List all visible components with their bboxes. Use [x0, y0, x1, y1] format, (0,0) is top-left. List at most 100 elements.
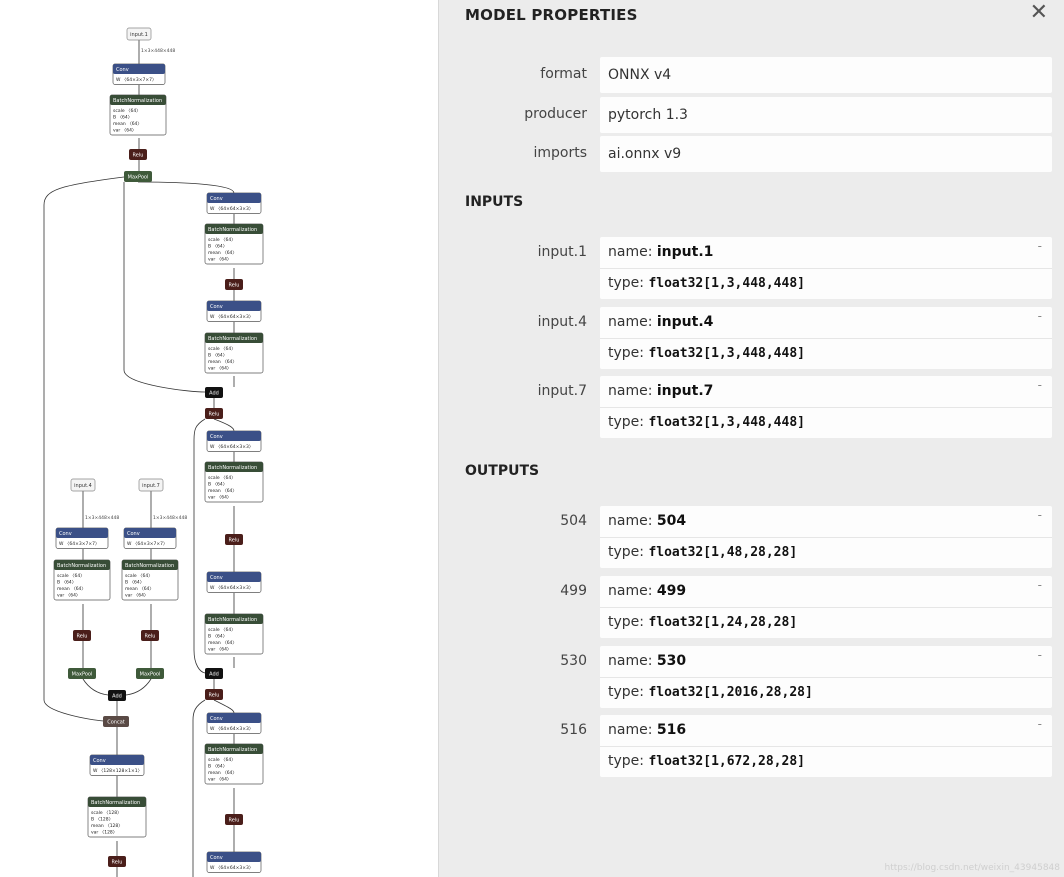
input-node-box	[126, 27, 152, 41]
node-box	[124, 171, 152, 182]
node-header	[124, 528, 176, 538]
input-node[interactable]: input.1	[126, 27, 152, 41]
node-attribute: mean 〈64〉	[125, 586, 154, 592]
node-attribute: scale 〈128〉	[91, 810, 122, 816]
graph-edge	[125, 678, 152, 696]
output-argument[interactable]: name: 499 type: float32[1,24,28,28] -	[600, 576, 1052, 638]
pool-node[interactable]: MaxPool	[68, 668, 96, 679]
relu-node[interactable]: Relu	[141, 630, 159, 641]
add-node[interactable]: Add	[205, 668, 223, 679]
node-box	[205, 387, 223, 398]
expand-toggle[interactable]: -	[1037, 648, 1042, 662]
node-attribute: scale 〈64〉	[208, 346, 236, 352]
add-node[interactable]: Add	[205, 387, 223, 398]
input-type: float32[1,3,448,448]	[648, 415, 805, 430]
node-attribute: B 〈64〉	[208, 634, 227, 640]
output-argument[interactable]: name: 516 type: float32[1,672,28,28] -	[600, 715, 1052, 777]
concat-node[interactable]: Concat	[103, 716, 129, 727]
output-argument[interactable]: name: 530 type: float32[1,2016,28,28] -	[600, 646, 1052, 708]
input-node[interactable]: input.7	[138, 478, 164, 492]
node-attribute: W 〈64×3×7×7〉	[127, 541, 168, 547]
expand-toggle[interactable]: -	[1037, 508, 1042, 522]
prop-value-imports[interactable]: ai.onnx v9	[600, 136, 1052, 172]
node-header	[205, 744, 263, 754]
relu-node[interactable]: Relu	[73, 630, 91, 641]
node-title: Conv	[127, 531, 140, 537]
node-box	[73, 630, 91, 641]
relu-node[interactable]: Relu	[108, 856, 126, 867]
pool-node[interactable]: MaxPool	[124, 171, 152, 182]
node-title: Conv	[210, 575, 223, 581]
prop-value-producer[interactable]: pytorch 1.3	[600, 97, 1052, 133]
input-label: input.1	[537, 244, 587, 260]
close-icon[interactable]: ✕	[1029, 0, 1048, 25]
input-name: input.4	[656, 314, 714, 330]
node-attribute: var 〈64〉	[113, 128, 136, 134]
input-argument[interactable]: name: input.7 type: float32[1,3,448,448]…	[600, 376, 1052, 438]
expand-toggle[interactable]: -	[1037, 309, 1042, 323]
node-title: MaxPool	[128, 175, 149, 181]
expand-toggle[interactable]: -	[1037, 239, 1042, 253]
node-title: BatchNormalization	[113, 98, 162, 104]
divider	[600, 677, 1052, 678]
conv-node[interactable]: Conv W 〈64×3×7×7〉	[123, 527, 177, 549]
node-box	[225, 814, 243, 825]
pool-node[interactable]: MaxPool	[136, 668, 164, 679]
input-argument[interactable]: name: input.4 type: float32[1,3,448,448]…	[600, 307, 1052, 369]
input-type: float32[1,3,448,448]	[648, 276, 805, 291]
node-attribute: scale 〈64〉	[208, 475, 236, 481]
type-prefix: type:	[608, 684, 649, 700]
input-name: input.1	[656, 244, 714, 260]
relu-node[interactable]: Relu	[205, 689, 223, 700]
node-title: BatchNormalization	[208, 617, 257, 623]
input-node-box	[138, 478, 164, 492]
relu-node[interactable]: Relu	[205, 408, 223, 419]
node-header	[207, 301, 261, 311]
node-attribute: scale 〈64〉	[57, 573, 85, 579]
prop-value-format[interactable]: ONNX v4	[600, 57, 1052, 93]
node-title: Concat	[107, 720, 125, 726]
output-argument[interactable]: name: 504 type: float32[1,48,28,28] -	[600, 506, 1052, 568]
node-attribute: var 〈64〉	[57, 593, 80, 599]
expand-toggle[interactable]: -	[1037, 717, 1042, 731]
node-title: Add	[209, 672, 219, 678]
node-box	[136, 668, 164, 679]
expand-toggle[interactable]: -	[1037, 378, 1042, 392]
node-title: MaxPool	[140, 672, 161, 678]
relu-node[interactable]: Relu	[225, 534, 243, 545]
expand-toggle[interactable]: -	[1037, 578, 1042, 592]
node-title: Conv	[116, 67, 129, 73]
input-argument[interactable]: name: input.1 type: float32[1,3,448,448]…	[600, 237, 1052, 299]
input-node[interactable]: input.4	[70, 478, 96, 492]
relu-node[interactable]: Relu	[225, 814, 243, 825]
add-node[interactable]: Add	[108, 690, 126, 701]
graph-edge	[193, 418, 206, 674]
node-title: Conv	[210, 304, 223, 310]
relu-node[interactable]: Relu	[225, 279, 243, 290]
watermark: https://blog.csdn.net/weixin_43945848	[884, 863, 1060, 873]
name-prefix: name:	[608, 244, 657, 260]
input-label: input.4	[537, 314, 587, 330]
graph-edge	[123, 182, 206, 393]
input-node-label: input.4	[74, 483, 92, 489]
relu-node[interactable]: Relu	[129, 149, 147, 160]
